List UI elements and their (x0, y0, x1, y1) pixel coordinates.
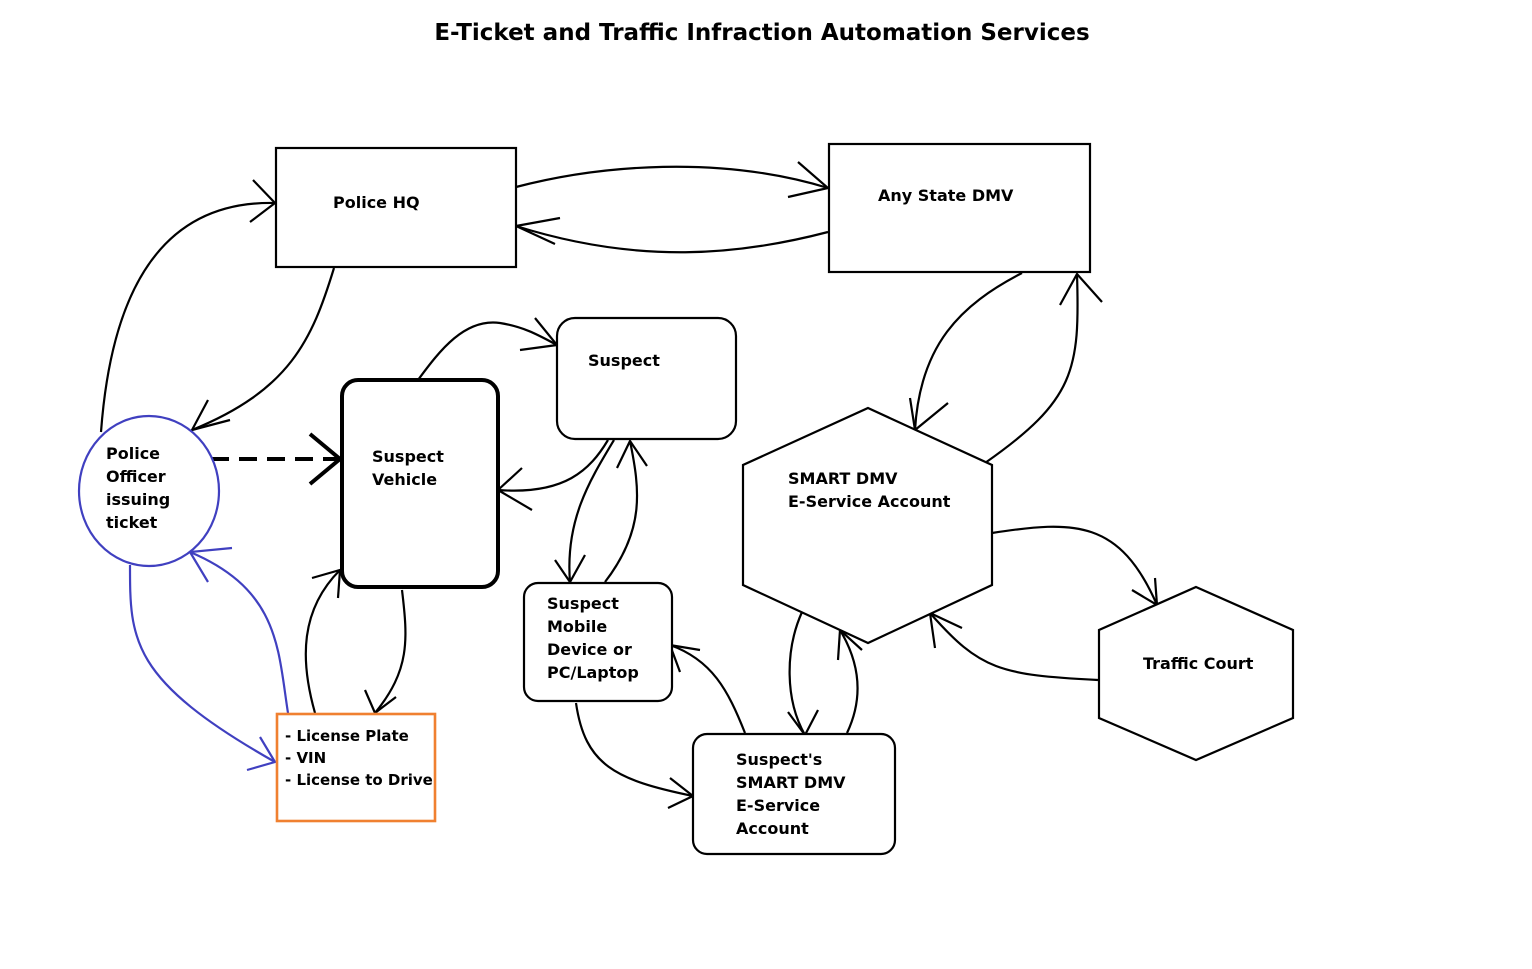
edge-hq-to-officer (191, 267, 336, 432)
edge-smart-to-account-arrowhead (787, 709, 819, 738)
device-box (522, 581, 674, 703)
edge-vehicle-to-suspect-arrowhead (519, 317, 560, 352)
suspect-box (555, 316, 738, 441)
suspect-account-label-line: Account (736, 819, 809, 838)
vehicle-label: Suspect Vehicle (372, 447, 449, 489)
officer-label-line: Police (106, 444, 160, 463)
suspect-label-line: Suspect (588, 351, 660, 370)
smart-dmv-node: SMART DMV E-Service Account (741, 406, 994, 645)
suspect-account-box (691, 732, 897, 856)
smart-dmv-label-line: SMART DMV (788, 469, 898, 488)
police-hq-label: Police HQ (333, 193, 420, 212)
edge-dmv-to-hq (515, 224, 829, 254)
vehicle-label-line: Vehicle (372, 470, 437, 489)
suspect-account-node: Suspect's SMART DMV E-Service Account (691, 732, 897, 856)
edge-device-to-account (574, 702, 694, 798)
vehicle-info-node: - License Plate - VIN - License to Drive (275, 712, 437, 823)
edge-info-to-officer-arrowhead (188, 546, 233, 583)
officer-label: Police Officer issuing ticket (106, 444, 176, 532)
police-hq-node: Police HQ (274, 146, 518, 269)
edge-hq-to-officer-arrowhead (189, 399, 231, 432)
suspect-label: Suspect (588, 351, 660, 370)
edge-statedmv-to-smart (913, 272, 1023, 431)
vehicle-label-line: Suspect (372, 447, 444, 466)
device-label: Suspect Mobile Device or PC/Laptop (547, 594, 639, 682)
edge-device-to-suspect (604, 440, 639, 583)
vehicle-info-label: - License Plate - VIN - License to Drive (285, 727, 433, 789)
state-dmv-label: Any State DMV (878, 186, 1014, 205)
traffic-court-hexagon (1097, 585, 1295, 762)
edge-account-to-device (669, 643, 747, 734)
edge-dmv-to-hq-arrowhead (512, 216, 561, 245)
vehicle-box (340, 378, 500, 589)
edge-suspect-to-device (568, 439, 615, 583)
edge-info-to-vehicle (304, 569, 341, 714)
smart-dmv-hexagon (741, 406, 994, 645)
diagram-title: E-Ticket and Traffic Infraction Automati… (434, 20, 1090, 46)
state-dmv-box (827, 142, 1092, 274)
edge-officer-to-info (128, 564, 276, 763)
suspect-account-label-line: Suspect's (736, 750, 822, 769)
edge-vehicle-to-info (374, 589, 407, 714)
officer-label-line: issuing (106, 490, 170, 509)
edge-account-to-smart (839, 629, 859, 734)
edge-officer-to-info-arrowhead (246, 736, 277, 772)
suspect-account-label-line: SMART DMV (736, 773, 846, 792)
suspect-account-label: Suspect's SMART DMV E-Service Account (736, 750, 851, 838)
police-hq-label-line: Police HQ (333, 193, 420, 212)
edge-officer-to-hq-arrowhead (249, 179, 277, 223)
edge-vehicle-to-info-arrowhead (363, 689, 397, 715)
vehicle-info-line: - License Plate (285, 727, 409, 745)
state-dmv-label-line: Any State DMV (878, 186, 1014, 205)
edge-device-to-suspect-arrowhead (616, 438, 648, 469)
edge-court-to-smart (929, 612, 1099, 682)
device-label-line: Device or (547, 640, 632, 659)
device-label-line: Mobile (547, 617, 607, 636)
officer-label-line: Officer (106, 467, 166, 486)
edge-smart-to-statedmv-arrowhead (1059, 272, 1103, 306)
edge-officer-to-hq (99, 201, 276, 433)
vehicle-info-box (275, 712, 437, 823)
edge-hq-to-dmv (515, 165, 829, 190)
edge-suspect-to-vehicle (497, 439, 609, 492)
smart-dmv-label: SMART DMV E-Service Account (788, 469, 951, 511)
edge-smart-to-court (991, 525, 1159, 606)
edge-vehicle-to-suspect (417, 321, 558, 381)
suspect-node: Suspect (555, 316, 738, 441)
smart-dmv-label-line: E-Service Account (788, 492, 951, 511)
edge-smart-to-account (788, 611, 806, 736)
edge-info-to-officer (189, 550, 290, 714)
officer-node: Police Officer issuing ticket (77, 414, 221, 568)
edge-suspect-to-vehicle-arrowhead (496, 467, 533, 511)
officer-label-line: ticket (106, 513, 158, 532)
device-label-line: PC/Laptop (547, 663, 639, 682)
traffic-court-label: Traffic Court (1143, 654, 1254, 673)
state-dmv-node: Any State DMV (827, 142, 1092, 274)
vehicle-info-line: - License to Drive (285, 771, 433, 789)
traffic-court-node: Traffic Court (1097, 585, 1295, 762)
device-label-line: Suspect (547, 594, 619, 613)
vehicle-info-line: - VIN (285, 749, 326, 767)
police-hq-box (274, 146, 518, 269)
traffic-court-label-line: Traffic Court (1143, 654, 1254, 673)
vehicle-node: Suspect Vehicle (340, 378, 500, 589)
device-node: Suspect Mobile Device or PC/Laptop (522, 581, 674, 703)
edge-smart-to-statedmv (984, 273, 1079, 464)
officer-circle (77, 414, 221, 568)
suspect-account-label-line: E-Service (736, 796, 820, 815)
